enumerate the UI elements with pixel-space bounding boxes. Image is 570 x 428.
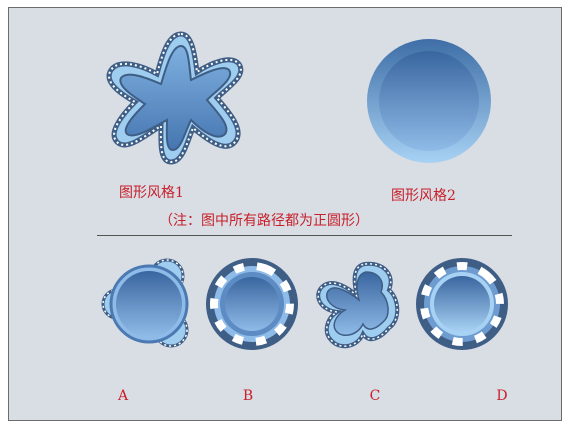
option-b-label: B [242, 388, 254, 404]
style2-label: 图形风格2 [391, 188, 456, 204]
option-b-shape [206, 258, 298, 350]
option-c-shape [316, 261, 400, 349]
figure-frame: 图形风格1 图形风格2 （注：图中所有路径都为正圆形） [8, 7, 562, 421]
option-d-shape [416, 258, 508, 350]
divider-line [97, 235, 512, 236]
style1-label: 图形风格1 [119, 185, 184, 201]
note-text: （注：图中所有路径都为正圆形） [159, 213, 369, 229]
option-a-shape [101, 258, 189, 348]
style2-circle-shape [367, 39, 491, 163]
option-a-label: A [117, 388, 129, 404]
option-c-label: C [369, 388, 381, 404]
style1-flower-shape [106, 31, 244, 165]
option-d-label: D [496, 388, 508, 404]
